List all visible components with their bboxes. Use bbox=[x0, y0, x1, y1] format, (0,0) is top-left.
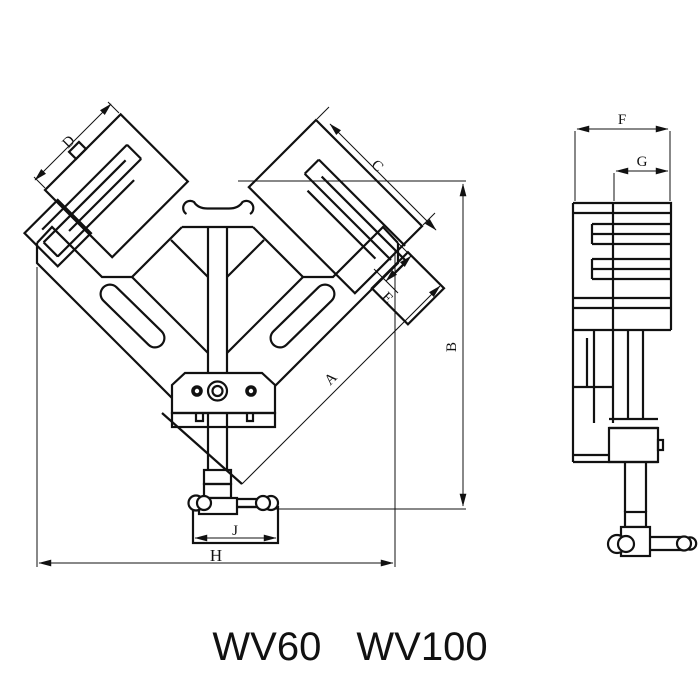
dim-label-e: E bbox=[378, 289, 396, 307]
side-dimensions: F G bbox=[574, 112, 671, 201]
left-jaw-assembly bbox=[22, 112, 190, 268]
right-arm-slot bbox=[269, 283, 336, 349]
left-arm-slot bbox=[99, 283, 166, 349]
bracket-center-bore bbox=[206, 380, 229, 402]
side-handle-cap-inner bbox=[675, 535, 693, 552]
front-clamp bbox=[161, 412, 280, 545]
dim-label-a: A bbox=[322, 370, 341, 389]
dim-label-c: C bbox=[368, 157, 386, 175]
handle-cap-inner bbox=[254, 494, 272, 512]
front-dimensions: D C E A B H J bbox=[33, 101, 467, 567]
mount-bracket bbox=[170, 371, 277, 429]
side-clamp bbox=[573, 417, 698, 558]
left-jaw-serrations bbox=[41, 143, 142, 258]
v-body bbox=[35, 225, 400, 399]
dim-label-g: G bbox=[637, 154, 648, 170]
side-handle-ball-inner bbox=[616, 534, 636, 554]
dim-label-h: H bbox=[210, 546, 222, 565]
right-jaw-serrations bbox=[303, 158, 408, 277]
dim-label-b: B bbox=[444, 342, 460, 352]
front-view: D C E A B H J bbox=[22, 101, 467, 567]
side-body bbox=[571, 201, 673, 462]
bracket-hole-right bbox=[245, 385, 257, 397]
side-view: F G bbox=[571, 112, 698, 558]
side-clamp-block bbox=[607, 426, 660, 464]
dim-label-f: F bbox=[618, 112, 626, 128]
handle-ball-inner bbox=[195, 494, 213, 512]
bracket-hole-left bbox=[191, 385, 203, 397]
model-title: WV60 WV100 bbox=[212, 625, 487, 669]
dim-label-d: D bbox=[60, 133, 79, 152]
side-clamp-nub bbox=[656, 438, 665, 452]
center-column bbox=[182, 199, 255, 470]
screw-crown bbox=[182, 199, 255, 215]
dim-label-j: J bbox=[232, 523, 238, 539]
